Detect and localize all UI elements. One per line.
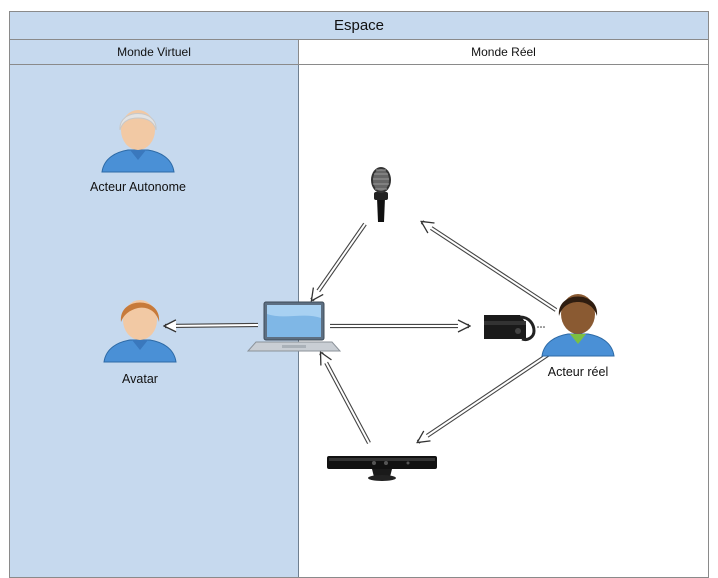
label-real-actor: Acteur réel: [547, 365, 609, 379]
lane-title-real: Monde Réel: [299, 40, 708, 65]
person-icon: [103, 300, 177, 363]
arrow-laptop-to-avatar: [165, 325, 259, 326]
arrow-real-actor-to-kinect: [418, 350, 554, 444]
microphone-icon: [371, 167, 391, 222]
laptop-icon: [246, 301, 342, 352]
arrow-kinect-to-laptop: [319, 353, 371, 444]
vr-headset-icon: [484, 315, 545, 341]
diagram-title: Espace: [10, 12, 708, 40]
label-avatar: Avatar: [122, 372, 158, 386]
lane-title-virtual: Monde Virtuel: [10, 40, 299, 65]
kinect-sensor-icon: [327, 456, 437, 481]
label-autonomous-actor: Acteur Autonome: [90, 180, 186, 194]
person-icon: [101, 110, 175, 173]
arrow-mic-to-laptop: [310, 222, 367, 300]
arrow-real-actor-to-mic: [422, 220, 558, 312]
person-icon: [541, 294, 615, 357]
